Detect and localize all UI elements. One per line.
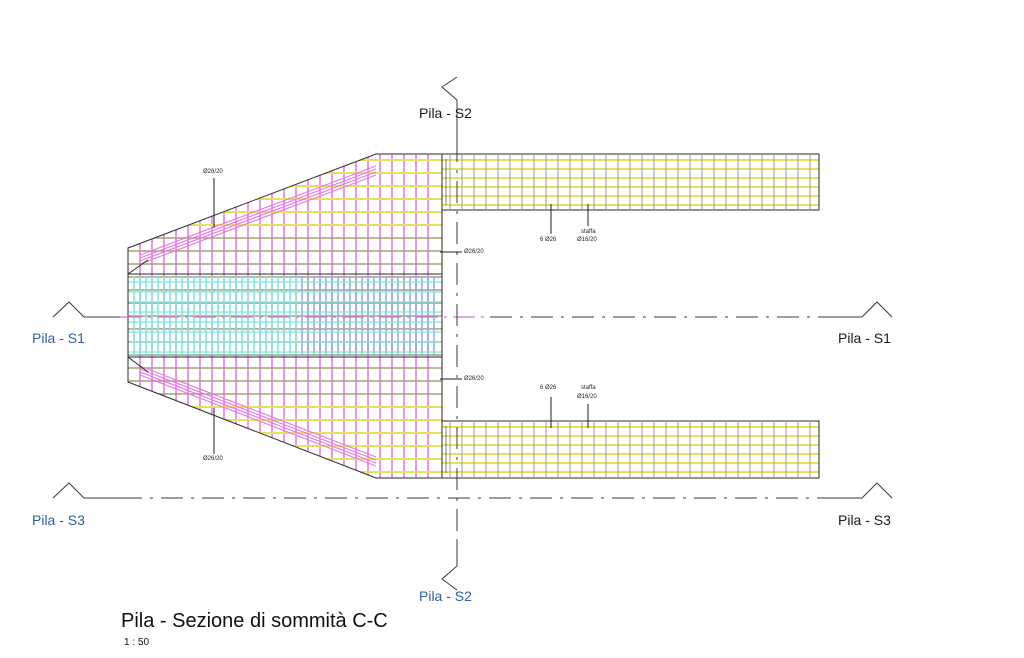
upper-wing-outline [441, 153, 820, 211]
body-diagonal-bar [139, 374, 377, 467]
lower-wing-rebar [442, 422, 819, 477]
rebar-tag-upper-bars: 6 Ø26 [540, 237, 557, 243]
section-label-s3-left[interactable]: Pila - S3 [32, 512, 85, 528]
rebar-tag-lower-stirrup-type: staffa [581, 385, 596, 391]
body-diagonal-bar [139, 171, 377, 262]
rebar-tag-mid-lower: Ø26/20 [464, 376, 484, 382]
concrete-outline [127, 153, 820, 479]
upper-wing-rebar [442, 155, 819, 209]
rebar-tag-upper-stirrup-size: Ø16/20 [577, 237, 597, 243]
section-label-s3-right[interactable]: Pila - S3 [838, 512, 891, 528]
body-diagonal-bar [139, 365, 377, 458]
body-diagonal-bar [139, 165, 377, 256]
body-diagonal-bar [139, 174, 377, 265]
section-line-s1 [52, 301, 893, 318]
rebar-leaders [213, 178, 589, 454]
section-label-s2-top[interactable]: Pila - S2 [419, 105, 472, 121]
body-diagonal-bar [139, 368, 377, 461]
view-title: Pila - Sezione di sommità C-C [121, 610, 388, 632]
core-corner-top [127, 259, 149, 275]
section-label-s1-right[interactable]: Pila - S1 [838, 330, 891, 346]
body-diagonal-bar [139, 168, 377, 259]
body-rebar-mesh [128, 154, 442, 478]
rebar-tag-bottom-diagonal: Ø26/20 [203, 456, 223, 462]
core-rebar [128, 276, 442, 355]
rebar-tag-lower-stirrup-size: Ø16/20 [577, 394, 597, 400]
rebar-tag-upper-stirrup-type: staffa [581, 229, 596, 235]
section-label-s1-left[interactable]: Pila - S1 [32, 330, 85, 346]
section-line-s2 [441, 76, 458, 591]
section-line-s3 [52, 482, 893, 499]
section-label-s2-bottom[interactable]: Pila - S2 [419, 588, 472, 604]
core-corner-bottom [127, 356, 149, 373]
view-scale: 1 : 50 [124, 637, 150, 648]
lower-wing-outline [441, 420, 820, 479]
rebar-tag-top-diagonal: Ø26/20 [203, 169, 223, 175]
rebar-tag-lower-bars: 6 Ø26 [540, 385, 557, 391]
body-diagonal-bar [139, 371, 377, 464]
rebar-tag-mid-upper: Ø26/20 [464, 249, 484, 255]
